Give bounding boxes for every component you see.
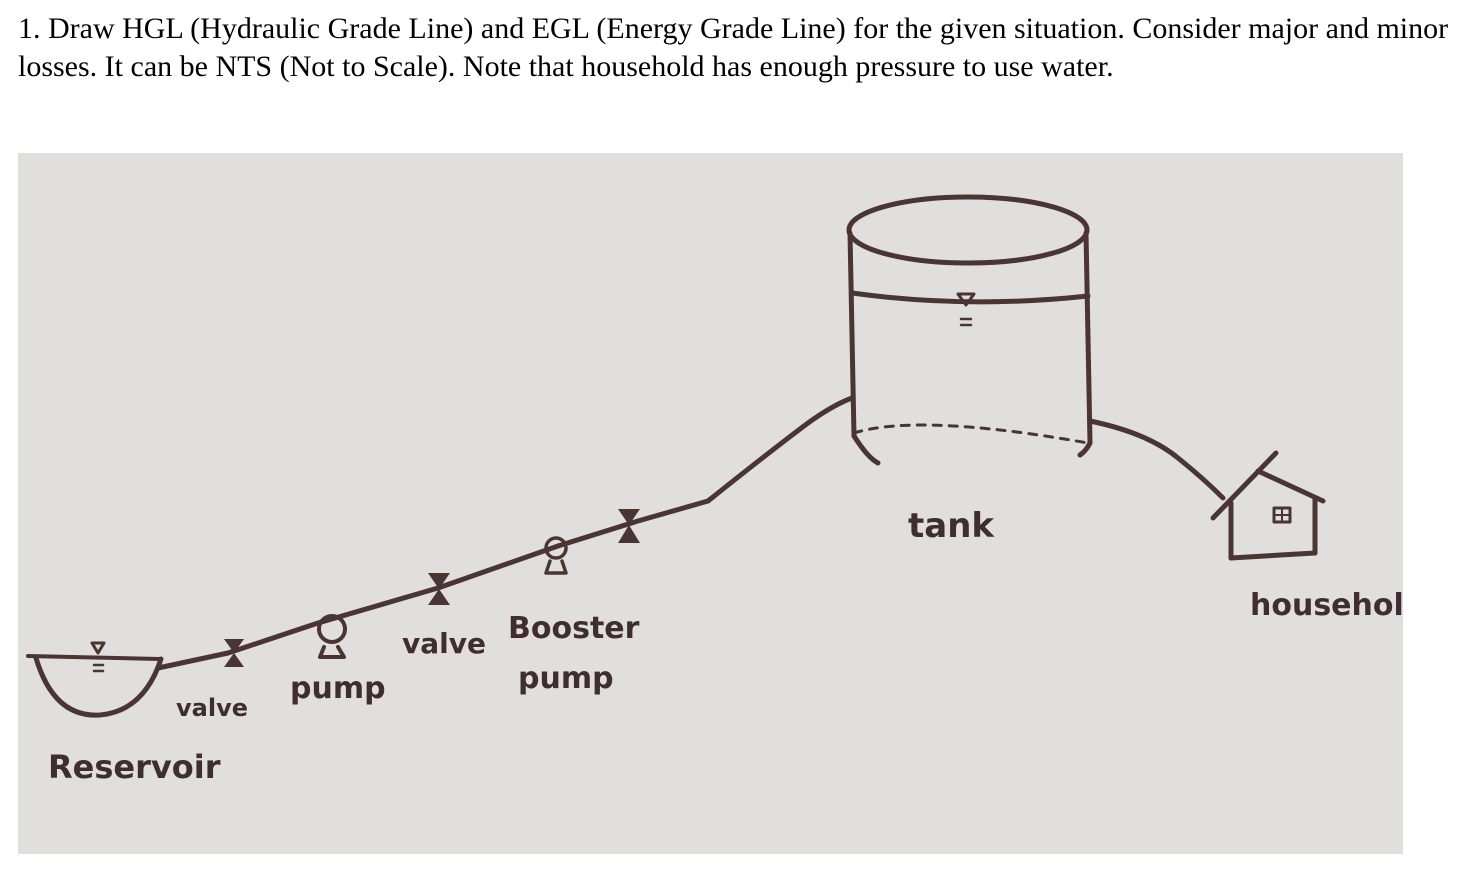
- hand-drawn-figure: Reservoir valve pump valve Booster pump: [18, 153, 1403, 854]
- storage-tank: tank: [846, 194, 1093, 546]
- household-label: household: [1250, 588, 1403, 623]
- booster-pump-label-line2: pump: [518, 661, 614, 696]
- valve-bowtie-icon: [428, 573, 450, 605]
- tank-inlet-pipe: [705, 395, 855, 504]
- household-supply-pipe: [1087, 418, 1226, 501]
- supply-pipe: [155, 498, 711, 671]
- reservoir: Reservoir: [26, 641, 221, 786]
- question-text: 1. Draw HGL (Hydraulic Grade Line) and E…: [18, 12, 1449, 83]
- valve-bowtie-icon: [618, 509, 640, 543]
- pump-circle-icon: [317, 614, 347, 659]
- reservoir-label: Reservoir: [48, 748, 221, 786]
- tank-label: tank: [908, 506, 995, 546]
- pump-circle-icon: [544, 536, 568, 575]
- pipeline-sketch: Reservoir valve pump valve Booster pump: [26, 194, 1403, 786]
- house-icon: household: [1210, 450, 1403, 623]
- valve-bowtie-icon: [224, 639, 244, 667]
- valve-label-1: valve: [176, 694, 248, 722]
- valve-label-2: valve: [402, 627, 486, 660]
- booster-pump-label-line1: Booster: [508, 611, 640, 646]
- pump-label: pump: [290, 671, 386, 706]
- water-surface-triangle-icon: [956, 292, 976, 327]
- water-surface-triangle-icon: [90, 641, 106, 673]
